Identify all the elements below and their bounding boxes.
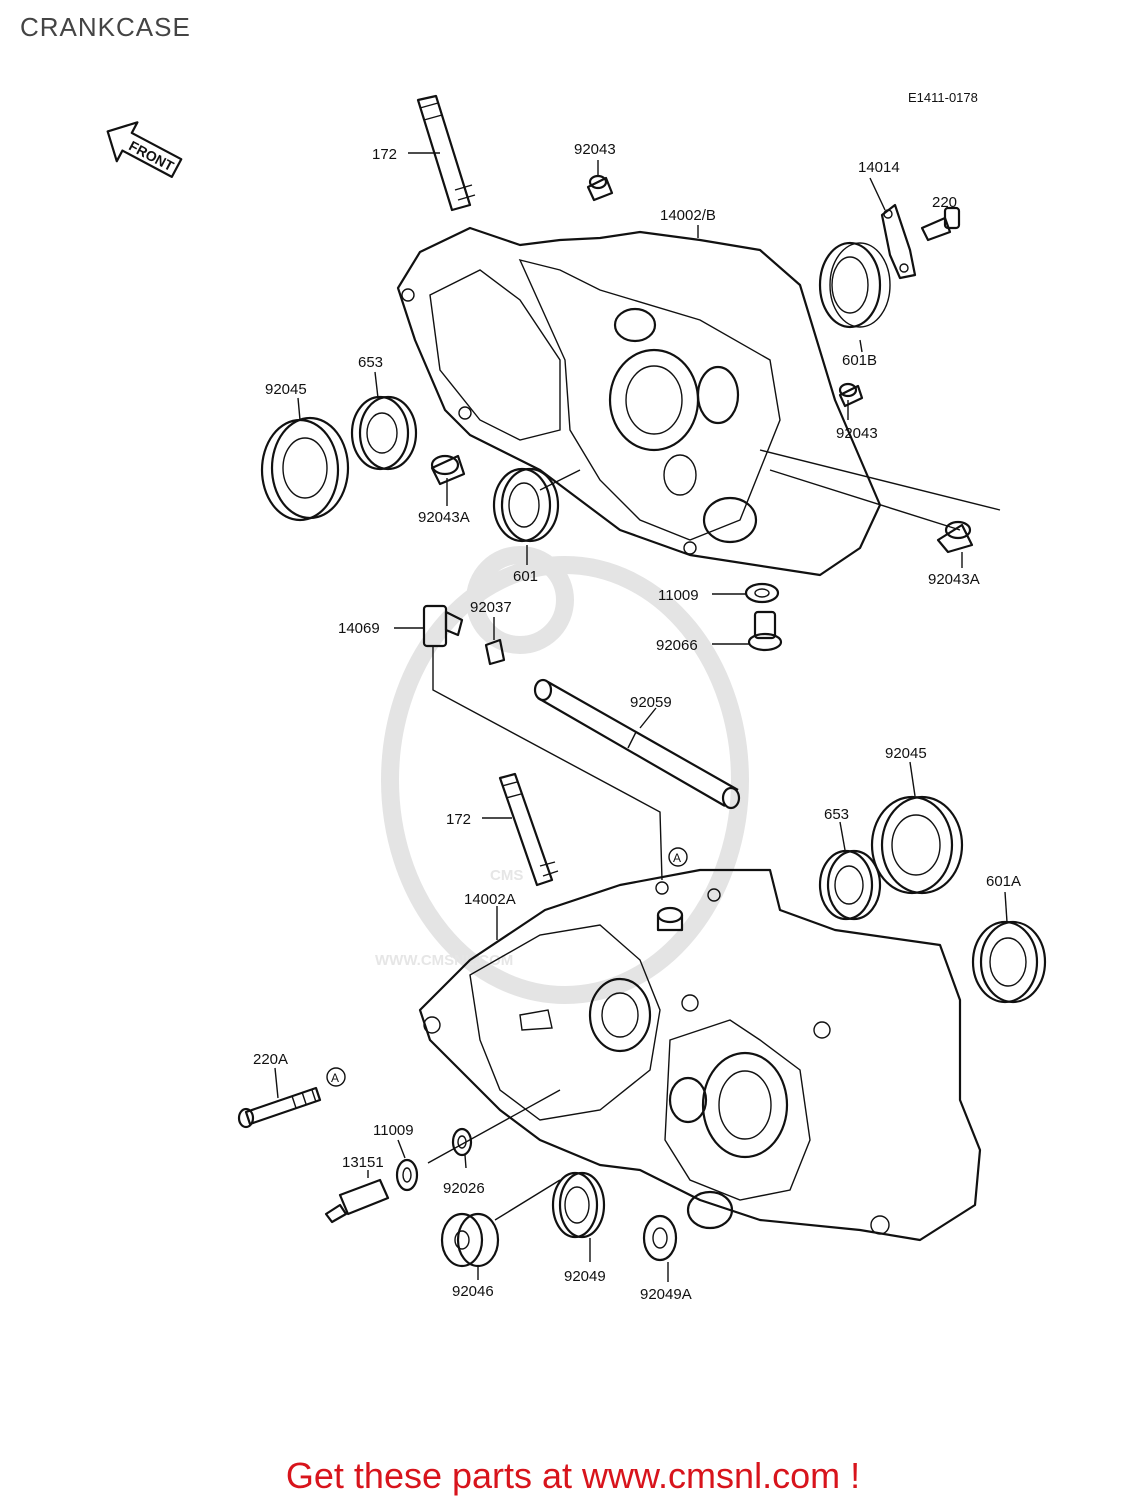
label-653-bottom: 653 [824, 806, 849, 823]
label-14002a: 14002A [464, 891, 516, 908]
bearing-601a [971, 920, 1047, 1004]
hose-route-line [432, 646, 663, 881]
label-172-top: 172 [372, 146, 397, 163]
bearing-601b [818, 241, 891, 329]
bearing-601 [492, 467, 560, 543]
watermark-url: WWW.CMSNL.COM [375, 952, 513, 969]
bolt-220 [920, 206, 961, 242]
label-92043-top: 92043 [574, 141, 616, 158]
drain-plug-92066 [747, 610, 783, 652]
label-92049a: 92049A [640, 1286, 692, 1303]
collar-92046 [440, 1212, 500, 1268]
oil-seal-92049a [642, 1214, 678, 1262]
label-92043a-right: 92043A [928, 571, 980, 588]
watermark-logo: CMS [490, 867, 523, 884]
label-92059: 92059 [630, 694, 672, 711]
label-11009-bottom: 11009 [373, 1122, 414, 1139]
label-220: 220 [932, 194, 957, 211]
stud-172-bottom [498, 772, 559, 887]
svg-text:A: A [673, 851, 681, 865]
label-11009-top: 11009 [658, 587, 699, 604]
page-title: CRANKCASE [20, 12, 191, 42]
dowel-pin-92043-right [838, 382, 864, 408]
oil-seal-92049 [551, 1171, 606, 1239]
label-92046: 92046 [452, 1283, 494, 1300]
dowel-pin-92043a-left [430, 454, 466, 486]
label-601a: 601A [986, 873, 1021, 890]
crankcase-left-half [418, 868, 982, 1242]
label-653-top: 653 [358, 354, 383, 371]
fitting-14069 [422, 604, 464, 648]
svg-text:A: A [331, 1071, 339, 1085]
label-172-bottom: 172 [446, 811, 471, 828]
label-601b: 601B [842, 352, 877, 369]
label-92045-bottom: 92045 [885, 745, 927, 762]
label-14002b: 14002/B [660, 207, 716, 224]
label-92045-top: 92045 [265, 381, 307, 398]
dowel-pin-92043-top [586, 174, 614, 202]
stud-172-top [416, 94, 476, 212]
washer-11009-bottom [395, 1158, 419, 1192]
bracket-14014 [880, 203, 917, 280]
label-92066: 92066 [656, 637, 698, 654]
oil-seal-653-bottom [818, 849, 882, 921]
label-92026: 92026 [443, 1180, 485, 1197]
bolt-220a [237, 1086, 322, 1129]
switch-13151 [324, 1178, 390, 1224]
cta-link[interactable]: Get these parts at www.cmsnl.com ! [285, 1455, 861, 1496]
hose-92059 [533, 678, 741, 810]
dowel-pin-lower-case [656, 906, 684, 932]
label-220a: 220A [253, 1051, 288, 1068]
oil-seal-653-top [350, 395, 418, 471]
label-92049: 92049 [564, 1268, 606, 1285]
label-13151: 13151 [342, 1154, 384, 1171]
part-labels: 172 92043 14002/B 14014 220 653 92045 60… [253, 141, 1021, 1303]
label-601: 601 [513, 568, 538, 585]
crankcase-right-half [396, 226, 882, 577]
dowel-pin-92043a-right [936, 520, 974, 554]
watermark: CMS WWW.CMSNL.COM [375, 546, 749, 1004]
washer-11009-top [744, 582, 780, 604]
label-92043a-left: 92043A [418, 509, 470, 526]
ref-marker-a-bolt: A [326, 1067, 346, 1087]
label-92037: 92037 [470, 599, 512, 616]
clamp-92037 [484, 638, 506, 666]
front-arrow-icon: FRONT [106, 121, 183, 178]
bearing-92045-top [260, 416, 350, 522]
label-14014: 14014 [858, 159, 900, 176]
label-14069: 14069 [338, 620, 380, 637]
washer-92026 [451, 1127, 473, 1157]
label-92043-right: 92043 [836, 425, 878, 442]
leader-lines [274, 152, 1008, 1282]
ref-marker-a-top: A [668, 847, 688, 867]
bearing-92045-bottom [870, 795, 964, 895]
reference-code: E1411-0178 [908, 90, 978, 105]
